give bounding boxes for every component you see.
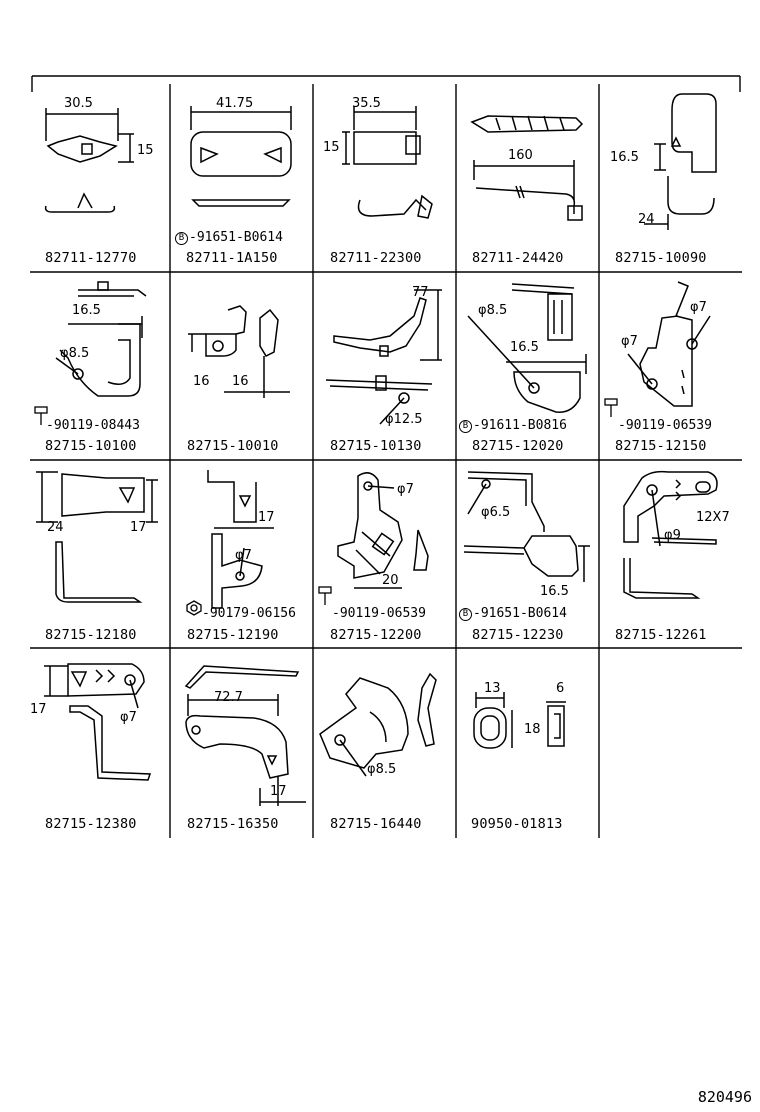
dim-label: 17 (270, 784, 287, 799)
part-drawing (319, 672, 437, 777)
sub-part-label: 91611-B0816 (480, 418, 567, 433)
part-number: 82715-12380 (45, 816, 137, 832)
part-drawing (44, 663, 152, 781)
part-number: 82715-10100 (45, 438, 137, 454)
part-drawing (644, 93, 717, 230)
part-drawing (467, 283, 587, 413)
part-drawing (188, 305, 290, 398)
dim-label: φ7 (621, 334, 638, 349)
part-drawing (623, 470, 718, 599)
sub-part-label: 90119-06539 (339, 606, 426, 621)
dim-label: 6 (556, 681, 565, 696)
dim-label: φ7 (120, 710, 137, 725)
part-number: 82715-10130 (330, 438, 422, 454)
dim-label: φ9 (664, 528, 681, 543)
part-drawing (44, 108, 134, 213)
part-number: 82715-12180 (45, 627, 137, 643)
bolt-mark-icon: B (459, 608, 472, 621)
dim-label: 17 (30, 702, 47, 717)
dim-label: 16.5 (610, 150, 639, 165)
part-number: 82715-12150 (615, 438, 707, 454)
dim-label: 15 (323, 140, 340, 155)
dim-label: φ8.5 (367, 762, 397, 777)
part-number: 82715-10010 (187, 438, 279, 454)
part-drawing (463, 471, 590, 582)
dim-label: 13 (484, 681, 501, 696)
bolt-icon (604, 398, 618, 417)
part-drawing (470, 115, 584, 221)
part-number: 82711-24420 (472, 250, 564, 266)
sub-part-label: 90119-06539 (625, 418, 712, 433)
dim-label: φ12.5 (385, 412, 423, 427)
part-drawing (473, 692, 566, 749)
dim-label: φ8.5 (60, 346, 90, 361)
part-number: 82715-16350 (187, 816, 279, 832)
sub-part-number: -90119-08443 (46, 418, 140, 433)
dim-label: 20 (382, 573, 399, 588)
part-number: 82711-12770 (45, 250, 137, 266)
part-number: 82711-1A150 (186, 250, 278, 266)
sub-part-number: B-91651-B0614 (175, 230, 283, 245)
sub-part-label: 90179-06156 (209, 606, 296, 621)
dim-label: 15 (137, 143, 154, 158)
dim-label: 18 (524, 722, 541, 737)
dim-label: 12X7 (696, 510, 730, 525)
dim-label: 16.5 (72, 303, 101, 318)
bolt-icon (34, 406, 48, 425)
dim-label: 24 (638, 212, 655, 227)
bolt-mark-icon: B (459, 420, 472, 433)
dim-label: 24 (47, 520, 64, 535)
bolt-mark-icon: B (175, 232, 188, 245)
dim-label: φ7 (235, 548, 252, 563)
part-number: 82715-16440 (330, 816, 422, 832)
part-drawing (337, 472, 429, 589)
dim-label: 16.5 (510, 340, 539, 355)
dim-label: φ6.5 (481, 505, 511, 520)
sheet-code: 820496 (697, 1088, 752, 1106)
bolt-icon (318, 586, 332, 605)
sub-part-number: B-91651-B0614 (459, 606, 567, 621)
dim-label: 16.5 (540, 584, 569, 599)
part-drawing (342, 106, 433, 219)
sub-part-number: -90119-06539 (332, 606, 426, 621)
part-number: 82715-12200 (330, 627, 422, 643)
dim-label: 16 (232, 374, 249, 389)
dim-label: 17 (258, 510, 275, 525)
dim-label: 72.7 (214, 690, 243, 705)
dim-label: 17 (130, 520, 147, 535)
dim-label: 35.5 (352, 96, 381, 111)
dim-label: 77 (412, 285, 429, 300)
dim-label: 30.5 (64, 96, 93, 111)
dim-label: φ7 (397, 482, 414, 497)
dim-label: 41.75 (216, 96, 254, 111)
part-number: 82715-10090 (615, 250, 707, 266)
part-drawing (36, 471, 158, 603)
part-number: 82715-12190 (187, 627, 279, 643)
dim-label: φ8.5 (478, 303, 508, 318)
dim-label: 160 (508, 148, 533, 163)
sub-part-label: 90119-08443 (53, 418, 140, 433)
nut-icon (186, 600, 202, 616)
sub-part-label: 91651-B0614 (480, 606, 567, 621)
part-number: 90950-01813 (471, 816, 563, 832)
sub-part-number: -90179-06156 (202, 606, 296, 621)
sub-part-number: -90119-06539 (618, 418, 712, 433)
dim-label: φ7 (690, 300, 707, 315)
dim-label: 16 (193, 374, 210, 389)
part-drawing (325, 289, 442, 425)
part-number: 82715-12020 (472, 438, 564, 454)
sub-part-number: B-91611-B0816 (459, 418, 567, 433)
part-drawing (55, 281, 147, 397)
part-drawing (207, 470, 274, 609)
part-drawing (627, 281, 711, 407)
sub-part-label: 91651-B0614 (196, 230, 283, 245)
part-number: 82711-22300 (330, 250, 422, 266)
part-number: 82715-12230 (472, 627, 564, 643)
part-number: 82715-12261 (615, 627, 707, 643)
part-drawing (184, 665, 306, 806)
part-drawing (190, 106, 292, 207)
